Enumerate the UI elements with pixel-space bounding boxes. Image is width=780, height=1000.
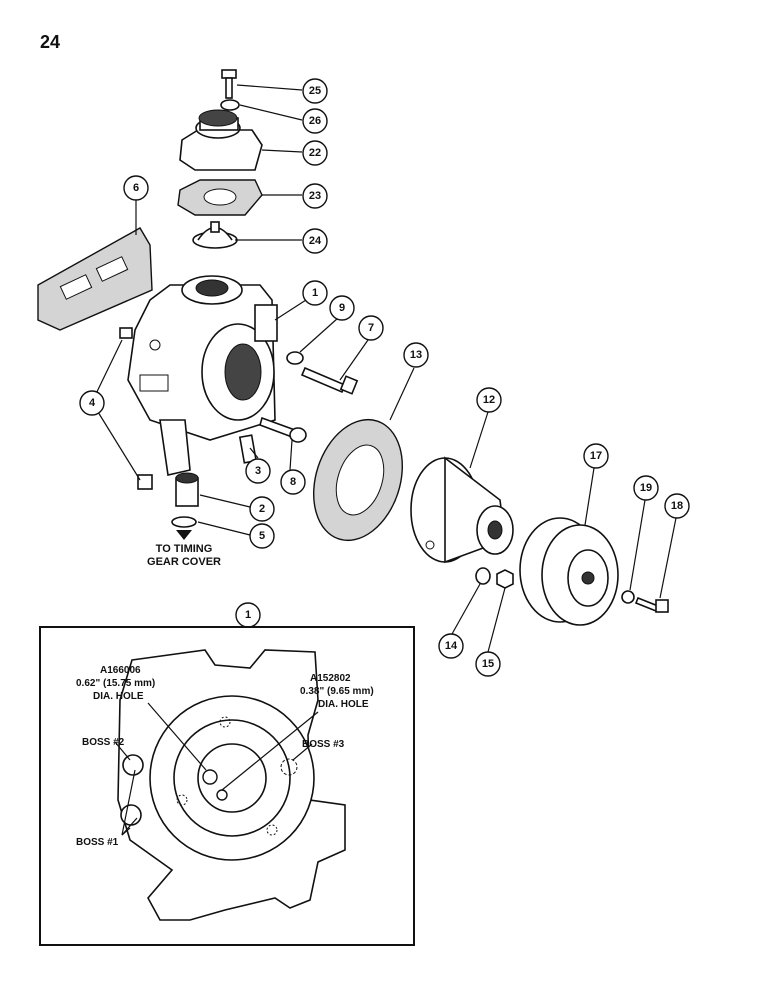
detail-boss-3: [280, 758, 298, 776]
outlet-elbow-22-drawing: [179, 109, 263, 171]
callout-7: 7: [358, 315, 384, 341]
detail-hole-small: [216, 789, 228, 801]
detail-hole-left-part: A166006: [100, 665, 141, 676]
callout-17: 17: [583, 443, 609, 469]
plug-4a-drawing: [119, 327, 133, 339]
washer-9-drawing: [286, 351, 304, 365]
note-line1: TO TIMING: [156, 543, 213, 555]
svg-text:8: 8: [290, 476, 296, 488]
callout-9: 9: [329, 295, 355, 321]
svg-text:1: 1: [245, 609, 251, 621]
callout-2: 2: [249, 496, 275, 522]
fitting-2-drawing: [175, 472, 199, 507]
pulley-17-drawing: [519, 517, 619, 626]
detail-boss-3-label: BOSS #3: [302, 739, 345, 750]
callout-8: 8: [280, 469, 306, 495]
svg-text:6: 6: [133, 182, 139, 194]
thermostat-24-drawing: [192, 221, 238, 249]
svg-text:25: 25: [309, 85, 321, 97]
detail-hole-right-desc: DIA. HOLE: [318, 699, 369, 710]
gasket-6-drawing: [37, 227, 153, 331]
callout-14: 14: [438, 633, 464, 659]
svg-text:18: 18: [671, 500, 683, 512]
callout-13: 13: [403, 342, 429, 368]
svg-text:1: 1: [312, 287, 318, 299]
gasket-13-drawing: [312, 418, 404, 542]
svg-text:15: 15: [482, 658, 494, 670]
pump-housing-1-drawing: [127, 275, 278, 476]
callout-4: 4: [79, 390, 105, 416]
bolt-7-drawing: [300, 366, 359, 395]
detail-view-box: [39, 626, 415, 946]
callout-24: 24: [302, 228, 328, 254]
o-ring-5-drawing: [171, 516, 197, 528]
detail-hole-right-part: A152802: [310, 673, 351, 684]
callout-1-detail: 1: [235, 602, 261, 628]
impeller-shaft-12-drawing: [410, 456, 514, 564]
svg-text:4: 4: [89, 397, 96, 409]
callouts: 25 26 22 23 24 6 1 9 7 13 12 17 19 18 4 …: [79, 78, 690, 677]
callout-5: 5: [249, 523, 275, 549]
svg-text:3: 3: [255, 465, 261, 477]
note-line2: GEAR COVER: [147, 556, 221, 568]
svg-text:22: 22: [309, 147, 321, 159]
svg-text:2: 2: [259, 503, 265, 515]
svg-text:14: 14: [445, 640, 458, 652]
detail-boss-2-label: BOSS #2: [82, 737, 125, 748]
detail-boss-2: [122, 754, 144, 776]
callout-12: 12: [476, 387, 502, 413]
capscrew-8-drawing: [259, 416, 307, 443]
svg-text:9: 9: [339, 302, 345, 314]
svg-text:24: 24: [309, 235, 322, 247]
callout-1: 1: [302, 280, 328, 306]
svg-text:26: 26: [309, 115, 321, 127]
nut-15-drawing: [496, 569, 514, 589]
detail-bore: [197, 743, 267, 813]
callout-23: 23: [302, 183, 328, 209]
detail-hole-left-size: 0.62" (15.75 mm): [76, 678, 155, 689]
svg-text:23: 23: [309, 190, 321, 202]
plug-4b-drawing: [137, 474, 153, 490]
callout-18: 18: [664, 493, 690, 519]
detail-hole-left-desc: DIA. HOLE: [93, 691, 144, 702]
callout-15: 15: [475, 651, 501, 677]
washer-14-drawing: [475, 567, 491, 585]
callout-6: 6: [123, 175, 149, 201]
detail-hole-right-size: 0.38" (9.65 mm): [300, 686, 374, 697]
detail-boss-1-label: BOSS #1: [76, 837, 119, 848]
svg-text:12: 12: [483, 394, 495, 406]
stud-3-drawing: [238, 434, 258, 464]
washer-26-drawing: [220, 99, 240, 111]
callout-25: 25: [302, 78, 328, 104]
svg-text:5: 5: [259, 530, 265, 542]
svg-text:17: 17: [590, 450, 602, 462]
svg-text:13: 13: [410, 349, 422, 361]
page-number: 24: [40, 32, 61, 52]
bolt-18-drawing: [634, 596, 669, 613]
svg-text:19: 19: [640, 482, 652, 494]
callout-19: 19: [633, 475, 659, 501]
svg-text:7: 7: [368, 322, 374, 334]
to-timing-cover-arrow: [176, 530, 192, 540]
bolt-25-drawing: [221, 69, 237, 99]
washer-19-drawing: [621, 590, 635, 604]
leader-lines: [92, 84, 677, 653]
callout-26: 26: [302, 108, 328, 134]
detail-hole-large: [202, 769, 218, 785]
callout-22: 22: [302, 140, 328, 166]
callout-3: 3: [245, 458, 271, 484]
